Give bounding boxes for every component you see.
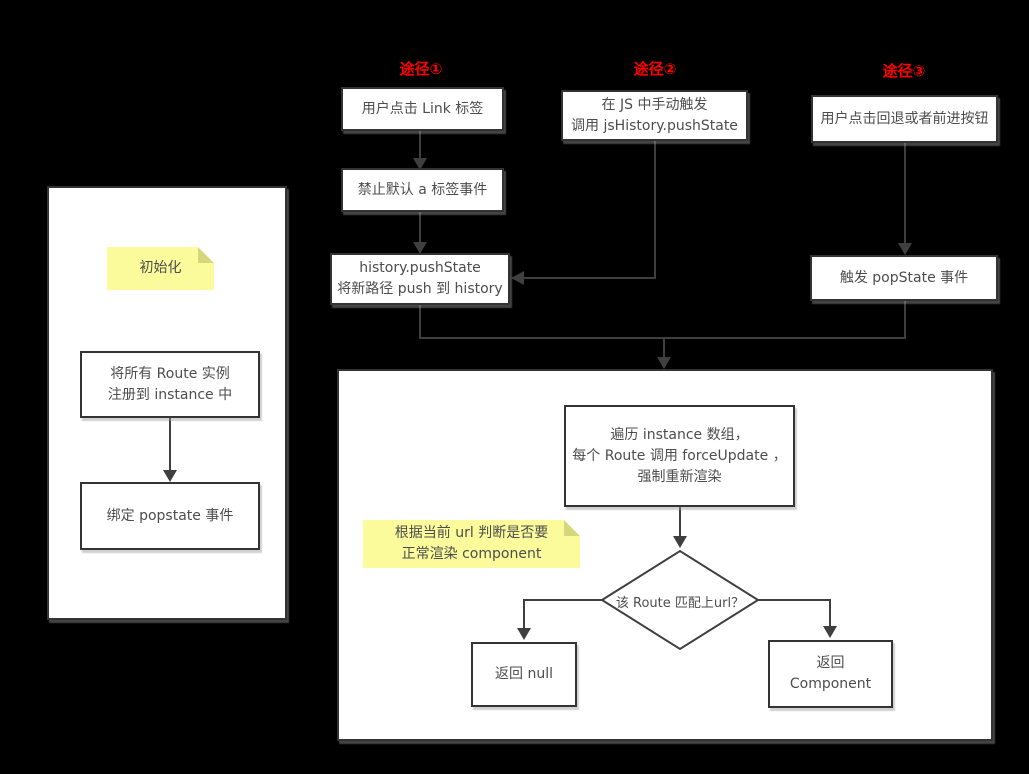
arrow-decision-yes	[758, 599, 831, 634]
arrow-flow2-to-pushstate	[516, 141, 656, 279]
init-sticky-text: 初始化	[139, 260, 182, 276]
render-sticky-note: 根据当前 url 判断是否要 正常渲染 component	[363, 520, 580, 568]
init-sticky-note: 初始化	[107, 247, 214, 290]
node-register-instances: 将所有 Route 实例 注册到 instance 中	[80, 351, 260, 418]
node-user-back-forward: 用户点击回退或者前进按钮	[811, 95, 998, 143]
path2-label: 途径②	[633, 60, 677, 78]
path1-label: 途径①	[399, 60, 443, 78]
line-merge	[419, 301, 906, 339]
node-bind-popstate: 绑定 popstate 事件	[80, 482, 260, 550]
node-prevent-default: 禁止默认 a 标签事件	[341, 168, 504, 212]
node-js-manual-trigger: 在 JS 中手动触发 调用 jsHistory.pushState	[561, 90, 748, 141]
decision-label: 该 Route 匹配上url？	[615, 596, 745, 611]
node-history-pushstate: history.pushState 将新路径 push 到 history	[330, 253, 510, 305]
arrowheads	[163, 158, 912, 640]
arrow-decision-no	[523, 599, 602, 636]
node-popstate-event: 触发 popState 事件	[810, 255, 998, 301]
node-user-click-link: 用户点击 Link 标签	[341, 87, 504, 131]
node-return-null: 返回 null	[471, 642, 577, 707]
node-return-component: 返回 Component	[768, 640, 893, 708]
render-sticky-text: 根据当前 url 判断是否要 正常渲染 component	[394, 525, 549, 562]
path3-label: 途径③	[882, 62, 926, 80]
decision-diamond	[600, 549, 760, 651]
node-traverse-instances: 遍历 instance 数组， 每个 Route 调用 forceUpdate …	[564, 405, 795, 507]
